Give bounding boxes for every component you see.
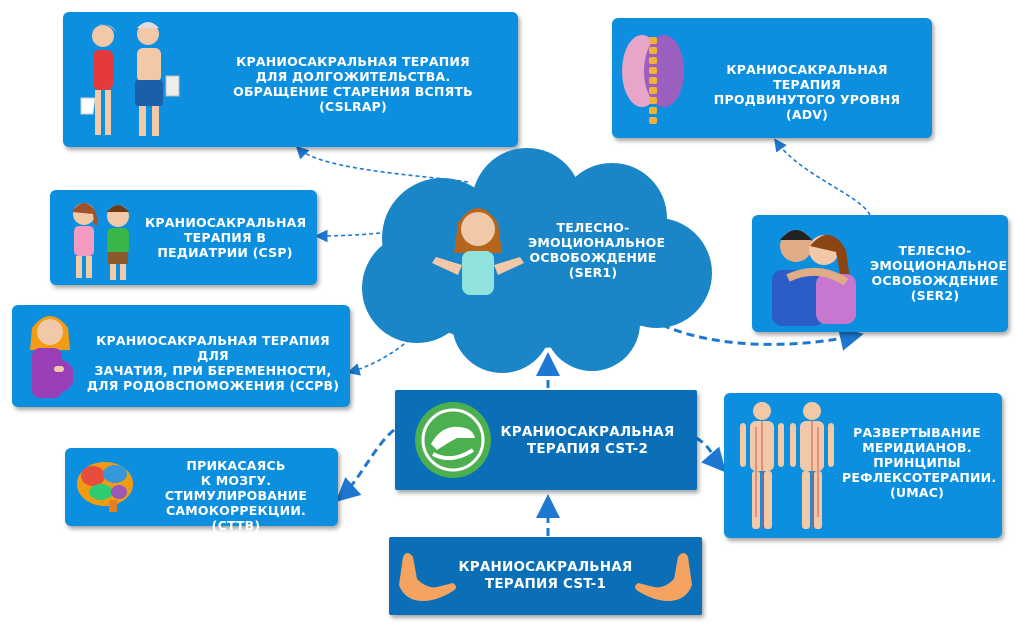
node-ccpb[interactable]: КРАНИОСАКРАЛЬНАЯ ТЕРАПИЯ ДЛЯ ЗАЧАТИЯ, ПР… [12,305,350,407]
node-cst2-label: КРАНИОСАКРАЛЬНАЯ ТЕРАПИЯ CST-2 [500,424,675,457]
node-cslrap-label: КРАНИОСАКРАЛЬНАЯ ТЕРАПИЯ ДЛЯ ДОЛГОЖИТЕЛЬ… [233,54,473,114]
node-cttb-label: ПРИКАСАЯСЬ К МОЗГУ. СТИМУЛИРОВАНИЕ САМОК… [164,458,308,533]
node-cst1[interactable]: КРАНИОСАКРАЛЬНАЯ ТЕРАПИЯ CST-1 [389,537,702,615]
arrow-cst2-to-cttb [335,428,395,503]
node-ccpb-label: КРАНИОСАКРАЛЬНАЯ ТЕРАПИЯ ДЛЯ ЗАЧАТИЯ, ПР… [86,333,340,393]
pregnant-woman-icon [30,316,74,398]
node-ser1-label: ТЕЛЕСНО- ЭМОЦИОНАЛЬНОЕ ОСВОБОЖДЕНИЕ (SER… [528,220,666,280]
open-hands-icon [399,553,692,601]
node-umac-label: РАЗВЕРТЫВАНИЕ МЕРИДИАНОВ. ПРИНЦИПЫ РЕФЛЕ… [842,425,997,500]
node-umac[interactable]: РАЗВЕРТЫВАНИЕ МЕРИДИАНОВ. ПРИНЦИПЫ РЕФЛЕ… [724,393,1002,538]
node-adv-label: КРАНИОСАКРАЛЬНАЯ ТЕРАПИЯ ПРОДВИНУТОГО УР… [713,62,901,122]
elderly-couple-icon [80,22,180,136]
meridian-bodies-icon [740,402,834,529]
arrow-ser1-to-cslrap [295,145,469,183]
arrow-cst2-to-umac [695,436,726,473]
node-cst1-label: КРАНИОСАКРАЛЬНАЯ ТЕРАПИЯ CST-1 [458,559,633,592]
hugging-couple-icon [772,230,856,326]
node-ser2[interactable]: ТЕЛЕСНО- ЭМОЦИОНАЛЬНОЕ ОСВОБОЖДЕНИЕ (SER… [752,215,1008,332]
node-cst2[interactable]: КРАНИОСАКРАЛЬНАЯ ТЕРАПИЯ CST-2 [395,390,697,490]
node-csp-label: КРАНИОСАКРАЛЬНАЯ ТЕРАПИЯ В ПЕДИАТРИИ (CS… [145,215,307,260]
node-ser2-label: ТЕЛЕСНО- ЭМОЦИОНАЛЬНОЕ ОСВОБОЖДЕНИЕ (SER… [870,243,1008,303]
node-adv[interactable]: КРАНИОСАКРАЛЬНАЯ ТЕРАПИЯ ПРОДВИНУТОГО УР… [612,18,932,138]
node-cslrap[interactable]: КРАНИОСАКРАЛЬНАЯ ТЕРАПИЯ ДЛЯ ДОЛГОЖИТЕЛЬ… [63,12,518,147]
arrow-ser1-to-ser2 [661,323,864,351]
node-csp[interactable]: КРАНИОСАКРАЛЬНАЯ ТЕРАПИЯ В ПЕДИАТРИИ (CS… [50,190,317,285]
brain-spine-icon [622,35,684,124]
node-cttb[interactable]: ПРИКАСАЯСЬ К МОЗГУ. СТИМУЛИРОВАНИЕ САМОК… [65,448,338,533]
arrow-ser1-to-adv [774,138,871,216]
arrow-ser1-to-csp [314,229,381,243]
therapist-woman-icon [432,208,524,295]
hands-logo-icon [415,402,491,478]
children-icon [72,203,129,280]
brain-icon [77,462,133,512]
